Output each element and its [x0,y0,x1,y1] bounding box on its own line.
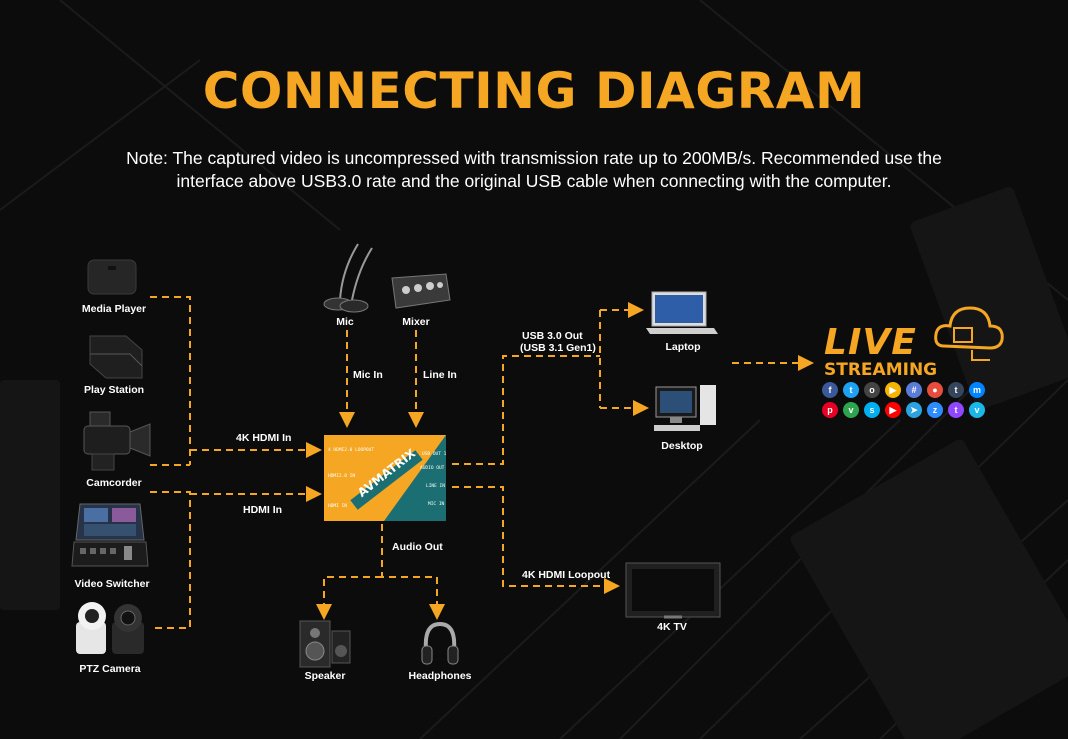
vimeo-icon: v [969,402,985,418]
camcorder-label: Camcorder [86,477,142,489]
svg-text:HDMI IN: HDMI IN [328,503,347,509]
live-streaming-logo: LIVE STREAMING f t o ▶ # ● t m p v s ▶ ➤… [820,300,1010,430]
desktop-icon [654,385,716,431]
usb-gen-label: (USB 3.1 Gen1) [520,342,596,354]
diagram-title: CONNECTING DIAGRAM [202,62,866,120]
laptop-icon [646,291,718,334]
loopout-label: 4K HDMI Loopout [522,569,611,581]
mixer-icon [391,273,451,309]
hdmi-in-label: HDMI In [243,504,283,516]
skype-icon: s [864,402,880,418]
media-player-icon [87,259,137,295]
headphones-icon [421,621,459,665]
video-switcher-icon [71,503,149,567]
live-word: LIVE [824,322,917,363]
svg-text:MIC IN 1: MIC IN 1 [428,501,446,507]
platform-icons: f t o ▶ # ● t m p v s ▶ ➤ z t v [822,382,992,418]
mic-in-label: Mic In [353,369,383,381]
mic-icon [323,243,373,313]
headphones-label: Headphones [408,670,472,682]
svg-text:4 HDMI2.0 LOOPOUT: 4 HDMI2.0 LOOPOUT [328,447,374,453]
obs-icon: o [864,382,880,398]
vimeo-icon: v [843,402,859,418]
laptop-label: Laptop [665,341,701,353]
tv-label: 4K TV [657,621,687,633]
speaker-label: Speaker [304,670,346,682]
camcorder-icon [83,411,151,471]
play-icon: ▶ [885,382,901,398]
telegram-icon: ➤ [906,402,922,418]
hdmi-4k-in-label: 4K HDMI In [236,432,292,444]
video-switcher-label: Video Switcher [74,578,150,590]
streaming-word: STREAMING [824,360,938,380]
ptz-camera-icon [76,602,144,654]
mixer-label: Mixer [402,316,430,328]
usb-out-label: USB 3.0 Out [522,330,583,342]
ptz-camera-label: PTZ Camera [79,663,141,675]
twitter-icon: t [843,382,859,398]
mic-label: Mic [336,316,354,328]
facebook-icon: f [822,382,838,398]
play-station-icon [89,335,143,379]
cloud-icon [934,306,1004,361]
speaker-icon [299,620,351,668]
twitch-icon: t [948,402,964,418]
grid-icon: # [906,382,922,398]
media-player-label: Media Player [81,303,147,315]
youtube-icon: ▶ [885,402,901,418]
play-station-label: Play Station [83,384,145,396]
svg-text:HDMI2.0 IN: HDMI2.0 IN [328,473,355,479]
svg-text:LINE IN 1: LINE IN 1 [426,483,446,489]
zoom-icon: z [927,402,943,418]
usb-note: Note: The captured video is uncompressed… [126,148,942,191]
location-icon: ● [927,382,943,398]
capture-device: 4 HDMI2.0 LOOPOUT HDMI2.0 IN HDMI IN USB… [324,435,446,521]
tv-icon [625,562,721,619]
pinterest-icon: p [822,402,838,418]
audio-out-label: Audio Out [392,541,443,553]
svg-text:USB OUT 1: USB OUT 1 [422,451,446,457]
tumblr-icon: t [948,382,964,398]
messenger-icon: m [969,382,985,398]
line-in-label: Line In [423,369,457,381]
desktop-label: Desktop [661,440,703,452]
svg-text:AUDIO OUT 1: AUDIO OUT 1 [420,465,446,471]
